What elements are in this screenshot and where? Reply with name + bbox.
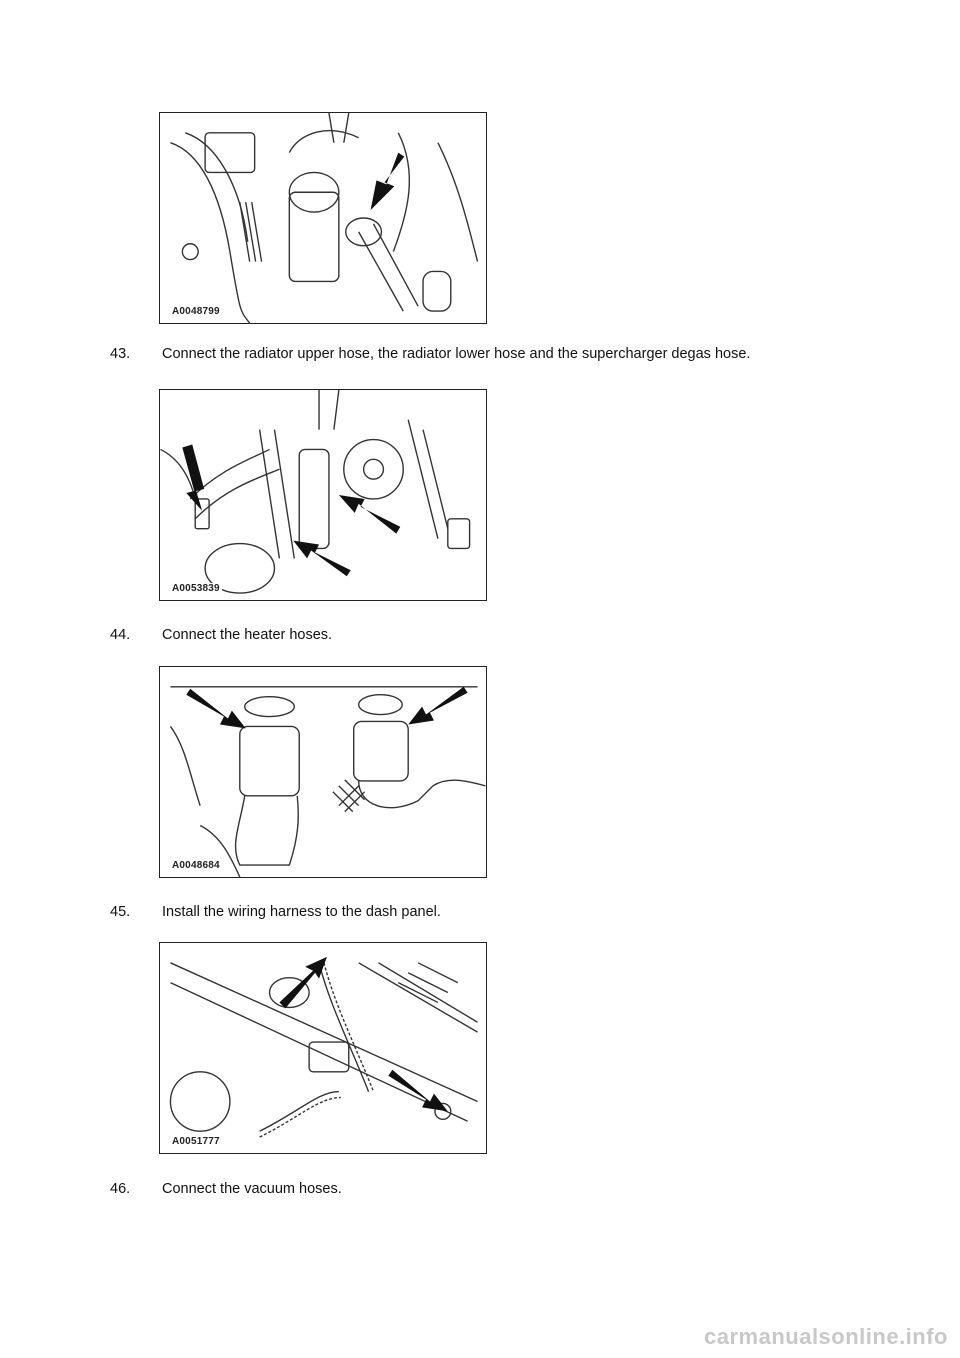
watermark: carmanualsonline.info	[704, 1324, 948, 1349]
step-number: 45.	[110, 904, 131, 920]
figure-4-illustration	[169, 956, 478, 1138]
step-text: Connect the vacuum hoses.	[162, 1181, 342, 1197]
figure-code: A0048684	[170, 860, 222, 871]
figure-3-illustration	[169, 686, 486, 877]
step-45: 45. Install the wiring harness to the das…	[110, 903, 441, 921]
step-43: 43. Connect the radiator upper hose, the …	[110, 345, 750, 363]
step-number: 43.	[110, 346, 131, 362]
figure-1: A0048799	[159, 112, 487, 324]
step-44: 44. Connect the heater hoses.	[110, 626, 332, 644]
figure-4: A0051777	[159, 942, 487, 1154]
step-number: 46.	[110, 1181, 131, 1197]
figure-3: A0048684	[159, 666, 487, 878]
step-46: 46. Connect the vacuum hoses.	[110, 1180, 342, 1198]
figure-1-illustration	[170, 113, 479, 323]
figure-2: A0053839	[159, 389, 487, 601]
figure-code: A0048799	[170, 306, 222, 317]
figure-2-illustration	[160, 390, 471, 594]
figure-code: A0051777	[170, 1136, 222, 1147]
step-text: Connect the radiator upper hose, the rad…	[162, 346, 751, 362]
step-number: 44.	[110, 627, 131, 643]
step-text: Install the wiring harness to the dash p…	[162, 904, 441, 920]
step-text: Connect the heater hoses.	[162, 627, 333, 643]
figure-code: A0053839	[170, 583, 222, 594]
